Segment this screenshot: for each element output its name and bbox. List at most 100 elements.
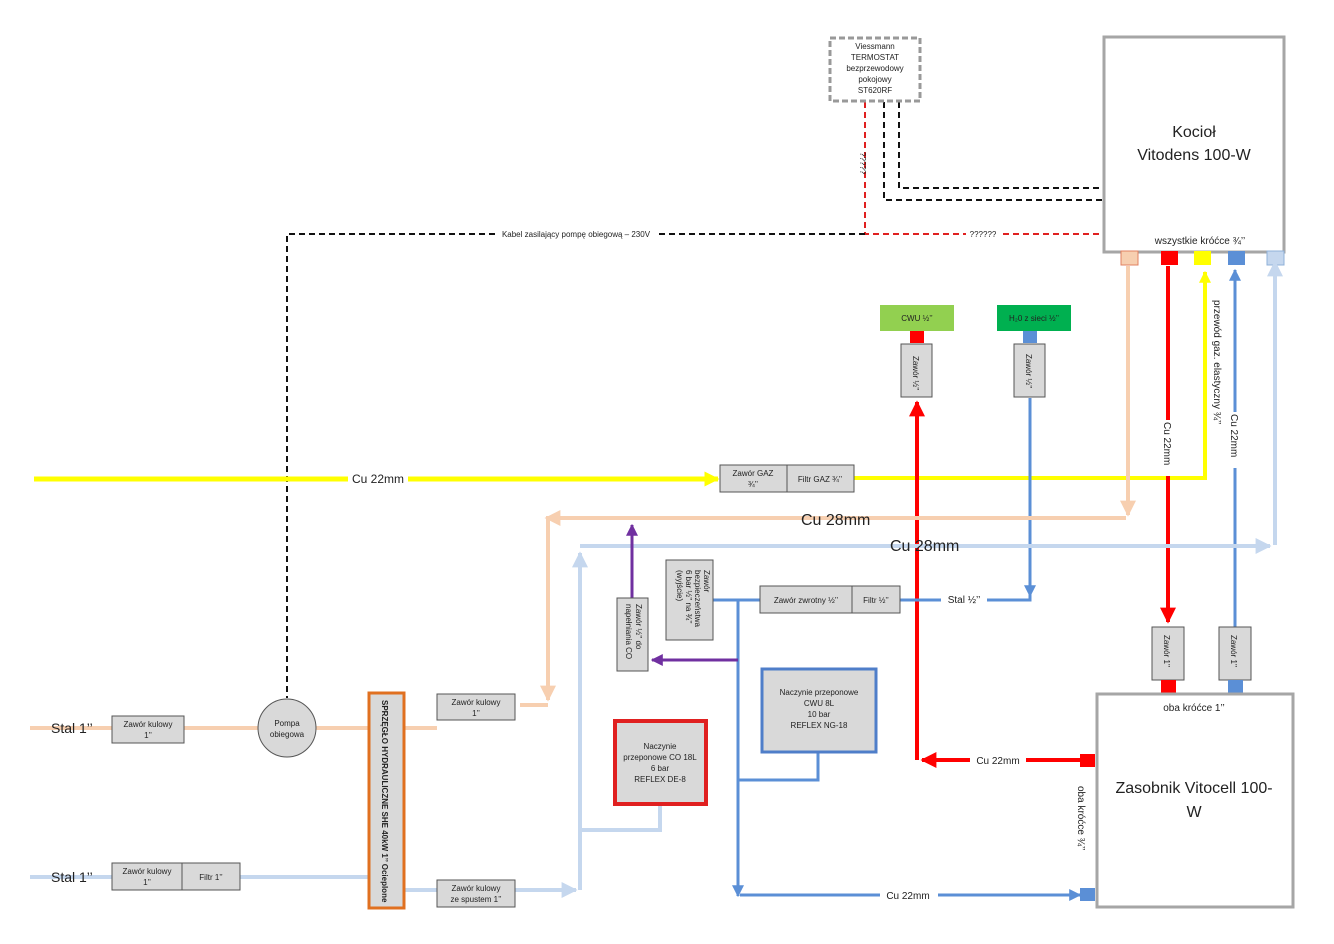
fill-lines	[626, 523, 738, 666]
gas-flex-label: przewód gaz. elastyczny ¾’’	[1211, 300, 1222, 424]
gas-filter: Filtr GAZ ¾’’	[786, 464, 855, 493]
expansion-co-line-4: REFLEX DE-8	[634, 775, 686, 784]
gas-valve-line-1: Zawór GAZ	[733, 469, 774, 478]
pump-line-1: Pompa	[274, 719, 300, 728]
tank-line-2: W	[1186, 804, 1202, 821]
tank-side-label: oba króćce ¾’’	[1075, 786, 1086, 850]
clutch-valve-bottom-line-2: ze spustem 1’’	[451, 895, 502, 904]
thermostat-line-5: ST620RF	[858, 86, 892, 95]
h2o-tag: H₂0 z sieci ½’’	[997, 305, 1071, 331]
check-valve[interactable]: Zawór zwrotny ½’’	[759, 585, 853, 614]
gas-valve-line-2: ¾’’	[748, 480, 758, 489]
thermostat: Viessmann TERMOSTAT bezprzewodowy pokojo…	[828, 36, 922, 103]
ball-valve-top[interactable]: Zawór kulowy 1’’	[111, 715, 185, 744]
cwu-tag-label: CWU ½’’	[901, 314, 933, 323]
expansion-cwu-line-4: REFLEX NG-18	[791, 721, 848, 730]
cwu-valve[interactable]: Zawór ½’’	[900, 343, 933, 398]
pump-power-cable	[286, 233, 865, 698]
stal-bottom-label: Stal 1’’	[51, 869, 93, 885]
boiler: Kocioł Vitodens 100-W wszystkie króćce ¾…	[1102, 35, 1286, 254]
boiler-stub-supply	[1120, 250, 1139, 266]
tank-line-1: Zasobnik Vitocell 100-	[1115, 780, 1272, 797]
thermostat-unknown-vertical: ?????	[858, 152, 867, 175]
h2o-tag-label: H₂0 z sieci ½’’	[1009, 314, 1059, 323]
fill-valve[interactable]: Zawór ½’’ do napełniania CO	[616, 597, 649, 672]
thermostat-line-2: TERMOSTAT	[851, 53, 899, 62]
thermostat-line-4: pokojowy	[858, 75, 891, 84]
fill-valve-line-2: napełniania CO	[624, 604, 633, 659]
tank-cold-valve-label: Zawór 1’’	[1229, 635, 1238, 668]
boiler-stubs-label: wszystkie króćce ¾’’	[1154, 236, 1245, 247]
filter-1-label: Filtr 1’’	[199, 873, 223, 882]
circulation-pump: Pompa obiegowa	[257, 698, 317, 758]
expansion-co-line-1: Naczynie	[644, 742, 677, 751]
filter-1: Filtr 1’’	[181, 862, 241, 891]
hot-riser-label: Cu 22mm	[1161, 422, 1172, 465]
clutch-valve-top-line-2: 1’’	[472, 709, 480, 718]
thermostat-line-3: bezprzewodowy	[846, 64, 903, 73]
hydraulic-clutch: SPRZĘGŁO HYDRAULICZNE SHE 40kW 1’’ Ociep…	[367, 691, 406, 910]
boiler-stub-gas	[1194, 251, 1211, 265]
tank-hot-valve-label: Zawór 1’’	[1162, 635, 1171, 668]
safety-valve-line-1: Zawór	[702, 570, 711, 593]
supply-pipe-label: Cu 28mm	[801, 512, 870, 529]
expansion-co-line-2: przeponowe CO 18L	[623, 753, 697, 762]
fill-valve-line-1: Zawór ½’’ do	[634, 604, 643, 650]
return-lines	[30, 266, 1277, 898]
thermostat-line-1: Viessmann	[855, 42, 894, 51]
gas-pipe-label: Cu 22mm	[352, 472, 404, 486]
safety-valve-line-2: bezpieczeństwa	[693, 570, 702, 627]
boiler-stub-hot	[1161, 251, 1178, 265]
safety-valve[interactable]: Zawór bezpieczeństwa 6 bar ½’’ na ¾’’ (w…	[665, 559, 714, 641]
cold-water-lines	[712, 268, 1241, 901]
expansion-cwu-line-2: CWU 8L	[804, 699, 835, 708]
check-valve-label: Zawór zwrotny ½’’	[774, 596, 839, 605]
thermostat-unknown-horizontal: ??????	[970, 230, 997, 239]
thermostat-red-cable	[864, 102, 1103, 235]
storage-tank: oba króćce 1’’ Zasobnik Vitocell 100- W	[1095, 692, 1295, 909]
stal-half-label: Stal ½’’	[948, 595, 981, 606]
expansion-vessel-co: Naczynie przeponowe CO 18L 6 bar REFLEX …	[613, 719, 708, 806]
ball-valve-top-line-1: Zawór kulowy	[124, 720, 173, 729]
thermostat-black-cable-1	[898, 102, 1103, 189]
supply-lines	[30, 266, 1136, 730]
clutch-valve-top[interactable]: Zawór kulowy 1’’	[436, 693, 516, 721]
boiler-line-1: Kocioł	[1172, 124, 1216, 141]
ball-valve-bottom-line-2: 1’’	[143, 878, 151, 887]
cwu-valve-label: Zawór ½’’	[911, 356, 920, 391]
pump-line-2: obiegowa	[270, 730, 305, 739]
ball-valve-bottom[interactable]: Zawór kulowy 1’’	[111, 862, 183, 891]
cu22-hot-label: Cu 22mm	[976, 756, 1019, 767]
safety-valve-line-3: 6 bar ½’’ na ¾’’	[684, 570, 693, 624]
cwu-tag: CWU ½’’	[880, 305, 954, 331]
tank-hot-valve[interactable]: Zawór 1’’	[1151, 626, 1185, 681]
expansion-cwu-line-1: Naczynie przeponowe	[780, 688, 859, 697]
tank-cold-valve[interactable]: Zawór 1’’	[1218, 626, 1252, 681]
gas-valve[interactable]: Zawór GAZ ¾’’	[719, 464, 788, 493]
pump-cable-label: Kabel zasilający pompę obiegową – 230V	[502, 230, 651, 239]
cold-riser-label: Cu 22mm	[1228, 414, 1239, 457]
expansion-co-line-3: 6 bar	[651, 764, 670, 773]
gas-filter-label: Filtr GAZ ¾’’	[798, 475, 843, 484]
hot-water-lines	[909, 266, 1176, 768]
cu22-cold-label: Cu 22mm	[886, 891, 929, 902]
thermostat-black-cable-2	[883, 102, 1103, 201]
stal-top-label: Stal 1’’	[51, 720, 93, 736]
clutch-valve-bottom[interactable]: Zawór kulowy ze spustem 1’’	[436, 879, 516, 908]
clutch-valve-bottom-line-1: Zawór kulowy	[452, 884, 501, 893]
expansion-cwu-line-3: 10 bar	[808, 710, 831, 719]
thermostat-cables	[286, 102, 1103, 698]
boiler-line-2: Vitodens 100-W	[1137, 147, 1251, 164]
ball-valve-bottom-line-1: Zawór kulowy	[123, 867, 172, 876]
clutch-valve-top-line-1: Zawór kulowy	[452, 698, 501, 707]
h2o-valve-label: Zawór ½’’	[1024, 354, 1033, 389]
h2o-valve[interactable]: Zawór ½’’	[1013, 343, 1046, 398]
boiler-stub-cold	[1228, 251, 1245, 265]
return-pipe-label: Cu 28mm	[890, 538, 959, 555]
filter-half-label: Filtr ½’’	[863, 596, 889, 605]
ball-valve-top-line-2: 1’’	[144, 731, 152, 740]
safety-valve-line-4: (wyjście)	[675, 570, 684, 601]
filter-half: Filtr ½’’	[851, 585, 901, 614]
tank-top-label: oba króćce 1’’	[1163, 703, 1225, 714]
